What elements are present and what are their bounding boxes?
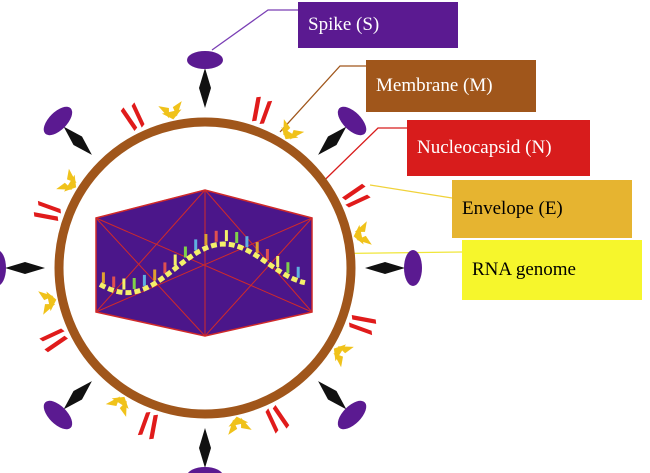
nucleotide-bar	[255, 242, 259, 254]
nucleotide-bar	[153, 269, 157, 281]
nucleocapsid-protein-3	[347, 311, 378, 336]
nucleotide-bar	[112, 276, 116, 288]
label-rna-genome: RNA genome	[462, 240, 642, 300]
nucleotide-bar	[183, 246, 187, 258]
envelope-protein-2	[351, 221, 372, 249]
nucleotide-bar	[132, 278, 136, 289]
label-spike: Spike (S)	[298, 2, 458, 48]
nucleotide-bar	[224, 230, 228, 242]
label-spike-text: Spike (S)	[308, 14, 380, 35]
envelope-protein-4	[224, 414, 252, 435]
nucleotide-bar	[286, 262, 290, 274]
nucleocapsid-capsid	[95, 189, 313, 337]
spike-protein-7	[0, 250, 45, 286]
nucleotide-bar	[245, 236, 249, 248]
label-membrane: Membrane (M)	[366, 60, 536, 112]
nucleocapsid-protein-1	[248, 95, 273, 126]
label-envelope: Envelope (E)	[452, 180, 632, 238]
label-envelope-text: Envelope (E)	[462, 198, 563, 219]
spike-protein-5	[187, 428, 223, 473]
nucleocapsid-protein-6	[39, 327, 70, 354]
nucleotide-bar	[173, 254, 177, 266]
spike-protein-6	[38, 368, 105, 435]
membrane-leader-line	[279, 65, 370, 133]
nucleotide-bar	[142, 274, 146, 286]
envelope-protein-6	[38, 287, 59, 315]
nucleocapsid-protein-5	[137, 410, 162, 441]
nucleotide-bar	[265, 249, 269, 260]
nucleotide-bar	[296, 266, 300, 278]
spike-protein-3	[365, 250, 422, 286]
nucleotide-bar	[163, 262, 167, 274]
label-nucleocapsid: Nucleocapsid (N)	[407, 120, 590, 176]
nucleocapsid-protein-7	[32, 200, 63, 225]
spike-protein-4	[305, 368, 372, 435]
spike-protein-8	[38, 101, 105, 168]
nucleotide-bar	[204, 234, 208, 245]
rna-genome-strand	[98, 230, 306, 296]
nucleocapsid-protein-4	[264, 403, 291, 434]
nucleotide-bar	[235, 232, 239, 243]
nucleocapsid-protein-2	[340, 182, 371, 209]
label-rna-genome-text: RNA genome	[472, 259, 576, 280]
nucleocapsid-protein-8	[119, 102, 146, 133]
label-nucleocapsid-text: Nucleocapsid (N)	[417, 137, 552, 158]
envelope-leader-line	[369, 184, 453, 199]
spike-protein-2	[305, 101, 372, 168]
spike-protein-1	[187, 51, 223, 108]
rna-backbone	[98, 241, 306, 296]
label-membrane-text: Membrane (M)	[376, 75, 493, 96]
nucleotide-bar	[214, 230, 218, 242]
envelope-protein-8	[158, 101, 186, 122]
nucleotide-bar	[101, 272, 105, 284]
spike-leader-line	[211, 9, 300, 51]
nucleotide-bar	[276, 256, 280, 267]
nucleotide-bar	[122, 278, 126, 290]
nucleotide-bar	[194, 239, 198, 251]
